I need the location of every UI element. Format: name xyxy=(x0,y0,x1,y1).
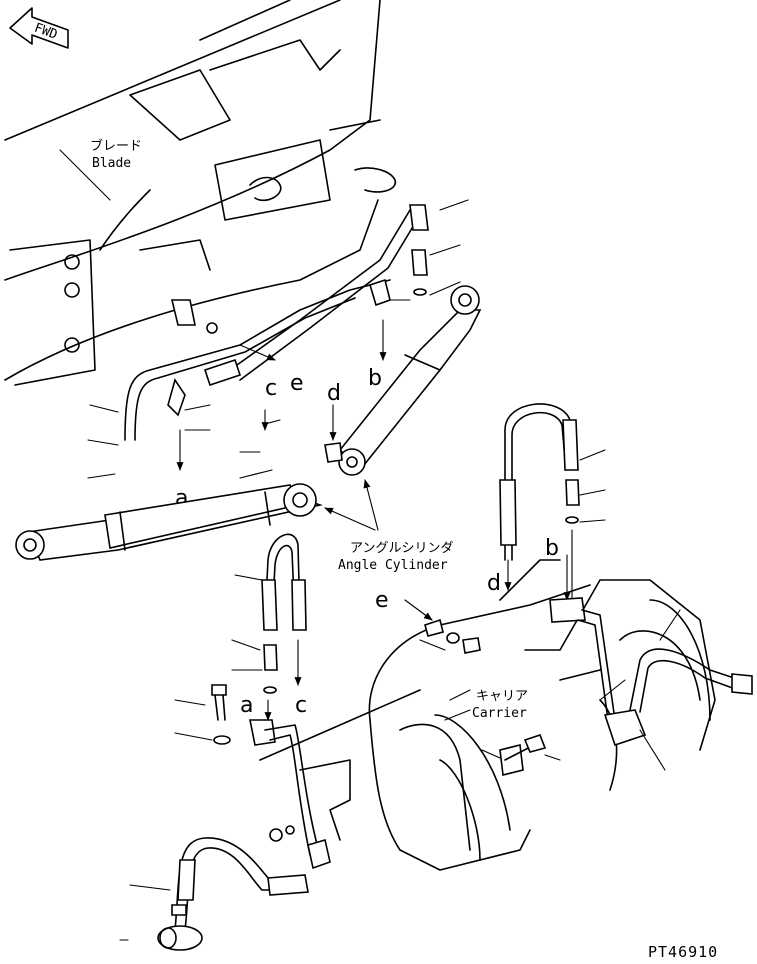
blade-label-jp: ブレード xyxy=(90,138,142,154)
fwd-label: FWD xyxy=(32,21,59,43)
right-tubes xyxy=(549,597,753,771)
angle-cylinder-left xyxy=(15,483,323,561)
blade-label-en: Blade xyxy=(92,156,131,171)
letter-b-upper: b xyxy=(368,366,382,391)
fwd-arrow-icon: FWD xyxy=(9,7,69,49)
letter-d-lower: d xyxy=(487,571,501,596)
carrier-fittings xyxy=(424,618,561,776)
letter-e-upper: e xyxy=(290,371,304,396)
angle-cylinder-right xyxy=(324,285,482,476)
angle-cylinder-label-jp: アングルシリンダ xyxy=(350,541,453,556)
carrier-body xyxy=(259,559,716,871)
letter-c-lower: c xyxy=(295,693,307,718)
letter-b-lower: b xyxy=(545,536,559,561)
flow-arrows-upper xyxy=(176,319,387,471)
carrier-label-jp: キャリア xyxy=(476,689,528,704)
callout-leaders xyxy=(87,199,469,479)
part-code: PT46910 xyxy=(648,943,718,961)
carrier-label-en: Carrier xyxy=(472,706,527,721)
letter-d-upper: d xyxy=(327,381,341,406)
hose-loop-left xyxy=(261,533,307,694)
angle-cylinder-label-en: Angle Cylinder xyxy=(338,558,448,573)
hose-lower-left xyxy=(119,719,331,951)
letter-a-lower: a xyxy=(240,693,253,718)
lower-left-fittings xyxy=(174,574,263,745)
letter-e-lower: e xyxy=(375,588,389,613)
hose-loop-right xyxy=(499,403,606,561)
blade-hoses xyxy=(124,204,429,441)
blade-body xyxy=(4,0,396,386)
letter-c-upper: c xyxy=(265,376,277,401)
